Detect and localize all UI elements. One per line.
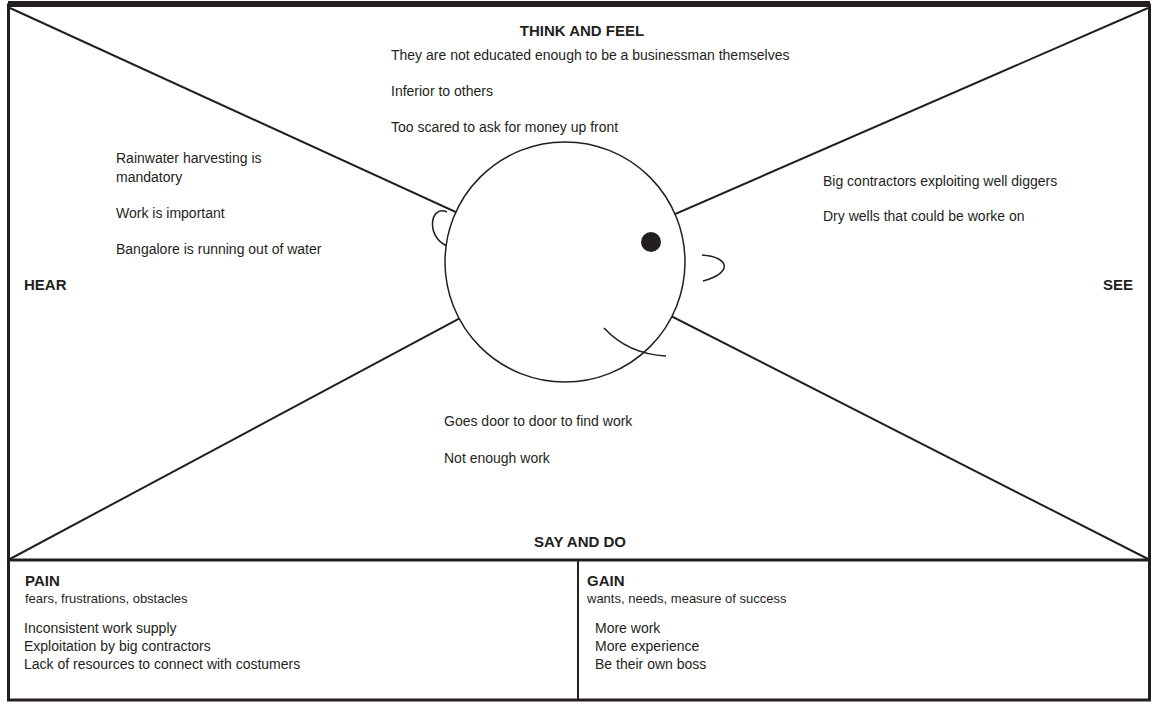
quadrant-heading: PAIN bbox=[25, 571, 60, 590]
note-text: Not enough work bbox=[444, 449, 550, 468]
note-text: Work is important bbox=[116, 204, 225, 223]
note-text: More work bbox=[595, 619, 660, 638]
note-text: Inferior to others bbox=[391, 82, 493, 101]
hear-quadrant: HEAR Rainwater harvesting is mandatoryWor… bbox=[18, 140, 326, 296]
quadrant-heading: SAY AND DO bbox=[534, 532, 626, 551]
see-quadrant: SEE Big contractors exploiting well digge… bbox=[815, 165, 1137, 296]
say-do-quadrant: SAY AND DO Goes door to door to find work… bbox=[436, 405, 637, 553]
note-text: Be their own boss bbox=[595, 655, 706, 674]
note-text: Goes door to door to find work bbox=[444, 412, 632, 431]
note-text: Bangalore is running out of water bbox=[116, 240, 321, 259]
note-text: They are not educated enough to be a bus… bbox=[391, 46, 789, 65]
quadrant-heading: THINK AND FEEL bbox=[520, 21, 644, 40]
note-text: Inconsistent work supply bbox=[24, 619, 177, 638]
divider-line bbox=[577, 560, 579, 700]
head-circle bbox=[445, 142, 685, 382]
pain-box: PAINfears, frustrations, obstaclesIncons… bbox=[16, 565, 305, 676]
note-text: Dry wells that could be worke on bbox=[823, 207, 1025, 226]
eye bbox=[641, 232, 661, 252]
smile bbox=[604, 328, 666, 356]
note-text: Lack of resources to connect with costum… bbox=[24, 655, 300, 674]
note-text: Too scared to ask for money up front bbox=[391, 118, 618, 137]
note-text: Big contractors exploiting well diggers bbox=[823, 172, 1057, 191]
note-text: Rainwater harvesting is mandatory bbox=[116, 149, 266, 187]
subheading: wants, needs, measure of success bbox=[587, 589, 786, 608]
note-text: Exploitation by big contractors bbox=[24, 637, 211, 656]
quadrant-heading: HEAR bbox=[24, 275, 67, 294]
quadrant-heading: GAIN bbox=[587, 571, 625, 590]
ear bbox=[702, 255, 724, 281]
quadrant-heading: SEE bbox=[1103, 275, 1133, 294]
gain-box: GAINwants, needs, measure of successMore… bbox=[583, 565, 791, 676]
outer-border bbox=[9, 5, 1150, 700]
top-bar bbox=[8, 1, 1150, 7]
think-feel-quadrant: THINK AND FEEL They are not educated enou… bbox=[380, 16, 794, 139]
note-text: More experience bbox=[595, 637, 699, 656]
subheading: fears, frustrations, obstacles bbox=[25, 589, 188, 608]
